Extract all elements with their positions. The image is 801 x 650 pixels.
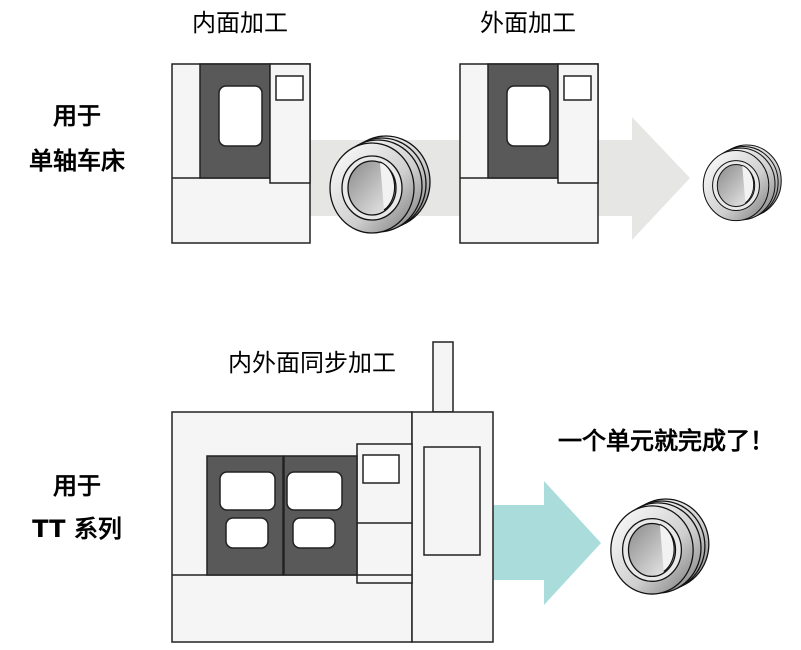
- result-label: 一个单元就完成了！: [558, 427, 774, 455]
- label-inner-machining: 内面加工: [192, 9, 288, 37]
- side-label-bottom-line1: 用于: [53, 472, 101, 500]
- side-label-bottom-line2: TT 系列: [32, 515, 122, 543]
- single-spindle-lathe-inner: [171, 63, 311, 244]
- label-outer-machining: 外面加工: [480, 9, 576, 37]
- side-label-top-line2: 单轴车床: [29, 147, 125, 175]
- tt-series-lathe: [171, 341, 494, 643]
- label-sync-machining: 内外面同步加工: [228, 349, 396, 377]
- single-spindle-lathe-outer: [459, 63, 599, 244]
- finished-ring-tt: [610, 498, 710, 595]
- teal-flow-arrow: [493, 481, 601, 605]
- side-label-top-line1: 用于: [53, 102, 101, 130]
- finished-ring: [702, 144, 782, 222]
